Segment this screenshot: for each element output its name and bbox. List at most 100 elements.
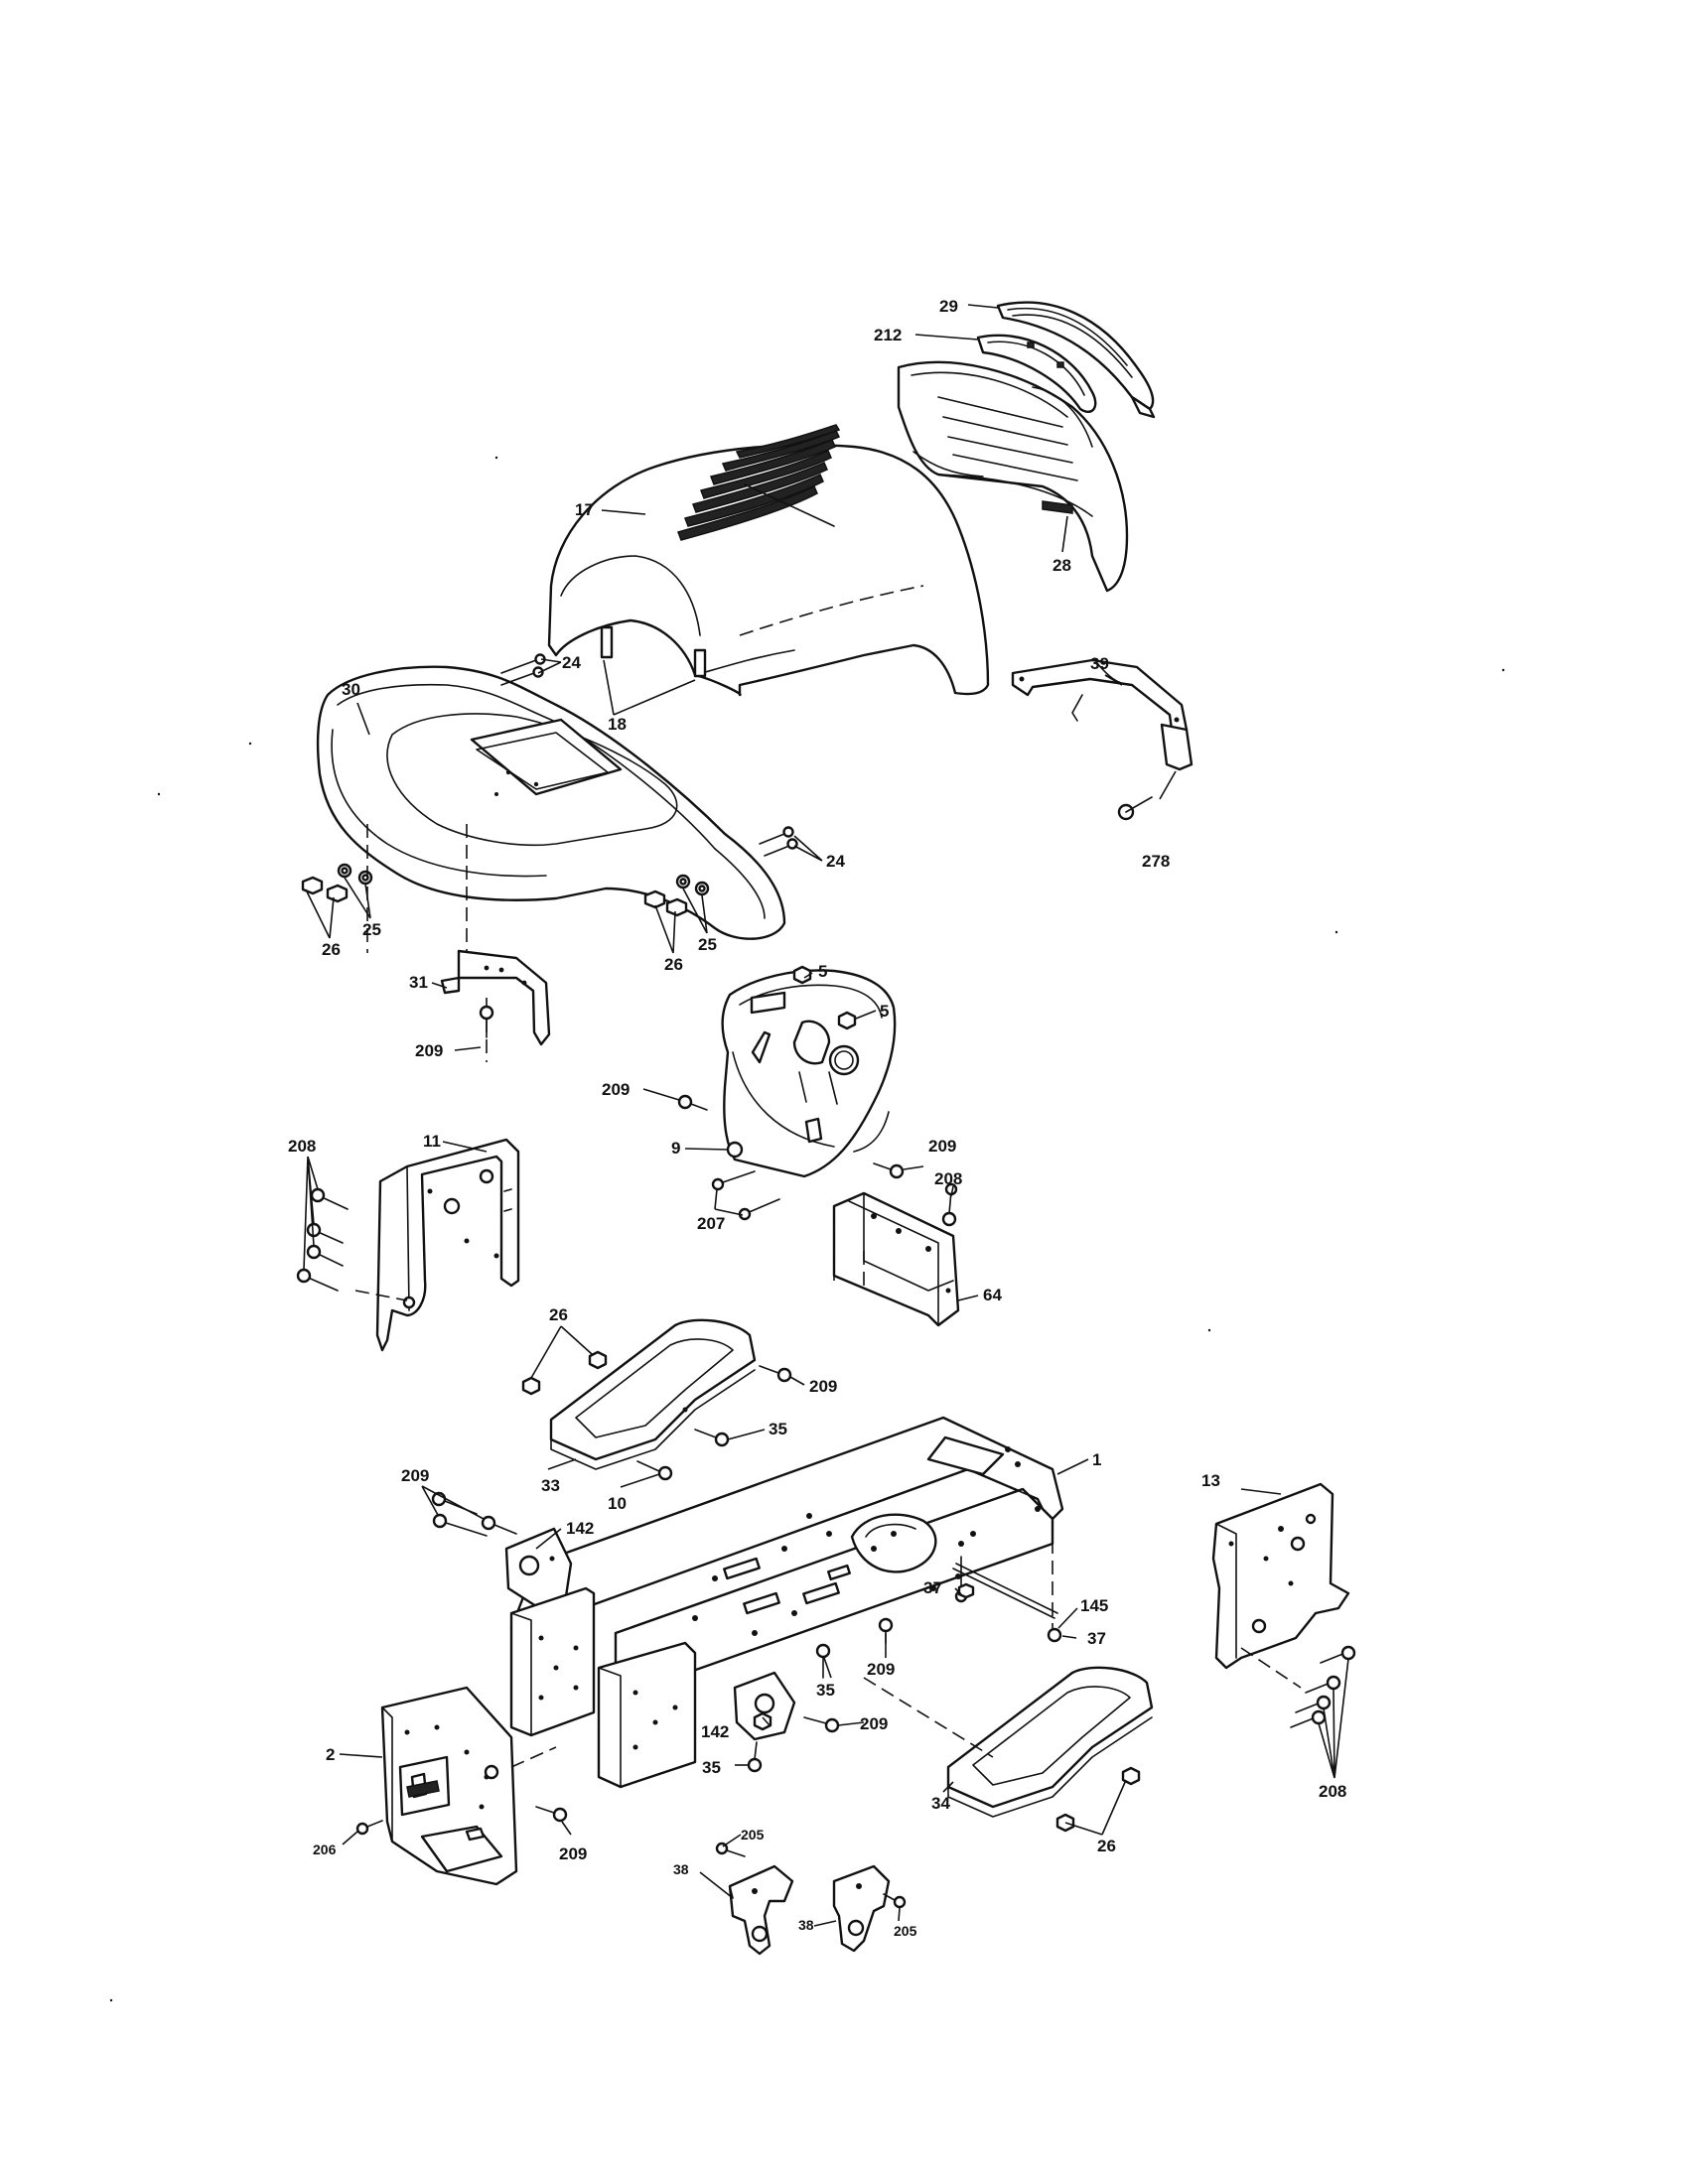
part-209-screw-b xyxy=(677,1094,708,1111)
callout-37-a: 37 xyxy=(923,1578,942,1597)
callout-39: 39 xyxy=(1090,654,1109,673)
callout-25-left: 25 xyxy=(362,920,381,939)
callout-278: 278 xyxy=(1142,852,1170,871)
part-18-clips xyxy=(600,625,707,678)
part-208-bolts-left xyxy=(296,1187,349,1292)
callout-35-b: 35 xyxy=(816,1681,835,1700)
part-9-dash-panel xyxy=(721,969,897,1178)
callout-142-upper: 142 xyxy=(566,1519,594,1538)
part-205-screw-a xyxy=(715,1842,746,1857)
part-212-grille-insert xyxy=(976,334,1097,414)
part-35-bolt-a xyxy=(694,1429,730,1447)
callout-9: 9 xyxy=(671,1139,680,1158)
part-30-fender xyxy=(316,665,786,940)
part-34-footrest-right xyxy=(863,1666,1154,1818)
part-209-screw-d xyxy=(759,1365,792,1383)
callout-209-g: 209 xyxy=(867,1660,895,1679)
callout-212: 212 xyxy=(874,326,902,344)
part-205-screw-b xyxy=(883,1893,907,1909)
callout-25-right: 25 xyxy=(698,935,717,954)
callout-209-a: 209 xyxy=(415,1041,443,1060)
callout-26-left: 26 xyxy=(322,940,341,959)
part-33-footrest-left xyxy=(549,1318,757,1470)
callout-24-right: 24 xyxy=(826,852,845,871)
callout-30: 30 xyxy=(342,680,360,699)
callout-28: 28 xyxy=(1052,556,1071,575)
callout-24-upper: 24 xyxy=(562,653,581,672)
callout-1: 1 xyxy=(1092,1450,1101,1469)
part-209-screw-a xyxy=(479,1005,494,1038)
callout-17: 17 xyxy=(575,500,594,519)
callout-26-footrest: 26 xyxy=(549,1305,568,1324)
part-207-screws xyxy=(711,1170,780,1221)
callout-26-right: 26 xyxy=(664,955,683,974)
scan-specks xyxy=(109,456,1505,2002)
part-209-screw-c xyxy=(873,1162,905,1179)
part-28-hood-front xyxy=(897,360,1129,593)
part-37-nut xyxy=(957,1582,975,1599)
part-64-panel-support xyxy=(832,1182,960,1327)
part-209-screw-f xyxy=(803,1716,840,1733)
part-10-bolt xyxy=(636,1460,673,1481)
callout-205-b: 205 xyxy=(894,1923,917,1939)
part-142-bracket-upper xyxy=(504,1527,573,1608)
callout-209-f: 209 xyxy=(860,1714,888,1733)
callout-38-a: 38 xyxy=(673,1861,689,1877)
callout-13: 13 xyxy=(1201,1471,1220,1490)
callout-5-top: 5 xyxy=(818,962,827,981)
part-206-screw xyxy=(355,1820,383,1836)
part-25-26-hardware-right xyxy=(643,874,710,917)
callout-33: 33 xyxy=(541,1476,560,1495)
callout-142-lower: 142 xyxy=(701,1722,729,1741)
part-26-nuts-right xyxy=(1055,1766,1141,1833)
callout-206: 206 xyxy=(313,1842,337,1857)
callout-18: 18 xyxy=(608,715,627,734)
callout-209-d: 209 xyxy=(809,1377,837,1396)
part-1-main-frame xyxy=(509,1416,1064,1690)
callout-208-right: 208 xyxy=(1319,1782,1346,1801)
part-278-screw xyxy=(1117,796,1153,821)
callout-2: 2 xyxy=(326,1745,335,1764)
part-145-rod xyxy=(952,1556,1062,1643)
part-38-bracket-b xyxy=(832,1864,891,1953)
part-17-hood xyxy=(547,424,990,697)
part-29-grille-strip xyxy=(996,301,1156,419)
callout-38-b: 38 xyxy=(798,1917,814,1933)
part-31-bracket xyxy=(440,824,551,1062)
part-208-bolts-right xyxy=(1240,1645,1356,1728)
callout-209-b: 209 xyxy=(602,1080,630,1099)
part-38-bracket-a xyxy=(728,1864,794,1956)
leader-lines xyxy=(303,304,1349,1927)
callout-207: 207 xyxy=(697,1214,725,1233)
callout-35-c: 35 xyxy=(702,1758,721,1777)
part-142-bracket-lower xyxy=(733,1671,796,1741)
callout-64: 64 xyxy=(983,1286,1002,1304)
part-25-26-hardware-left xyxy=(301,824,373,953)
part-5-knobs xyxy=(792,965,857,1030)
callout-205-a: 205 xyxy=(741,1827,765,1843)
callout-26-right-footrest: 26 xyxy=(1097,1837,1116,1855)
part-13-side-panel-right xyxy=(1211,1482,1350,1670)
part-frame-plates xyxy=(509,1586,697,1789)
callout-10: 10 xyxy=(608,1494,627,1513)
callout-11: 11 xyxy=(423,1132,441,1151)
callout-5-right: 5 xyxy=(880,1002,889,1021)
callout-208-panel: 208 xyxy=(934,1169,962,1188)
callout-34: 34 xyxy=(931,1794,950,1813)
part-24-bolts-right xyxy=(759,826,798,857)
callout-145: 145 xyxy=(1080,1596,1108,1615)
callout-labels: 29 212 28 17 18 30 24 24 26 25 26 25 39 … xyxy=(288,297,1346,1939)
callout-37-b: 37 xyxy=(1087,1629,1106,1648)
callout-209-c: 209 xyxy=(928,1137,956,1156)
callout-31: 31 xyxy=(409,973,428,992)
callout-35-a: 35 xyxy=(769,1420,787,1438)
part-11-side-panel-left xyxy=(354,1138,520,1352)
callout-29: 29 xyxy=(939,297,958,316)
part-39-bracket xyxy=(1011,658,1193,800)
callout-209-h: 209 xyxy=(559,1844,587,1863)
part-209-screw-h xyxy=(535,1806,568,1823)
part-2-front-panel xyxy=(380,1686,557,1886)
callout-209-e: 209 xyxy=(401,1466,429,1485)
callout-208-left: 208 xyxy=(288,1137,316,1156)
